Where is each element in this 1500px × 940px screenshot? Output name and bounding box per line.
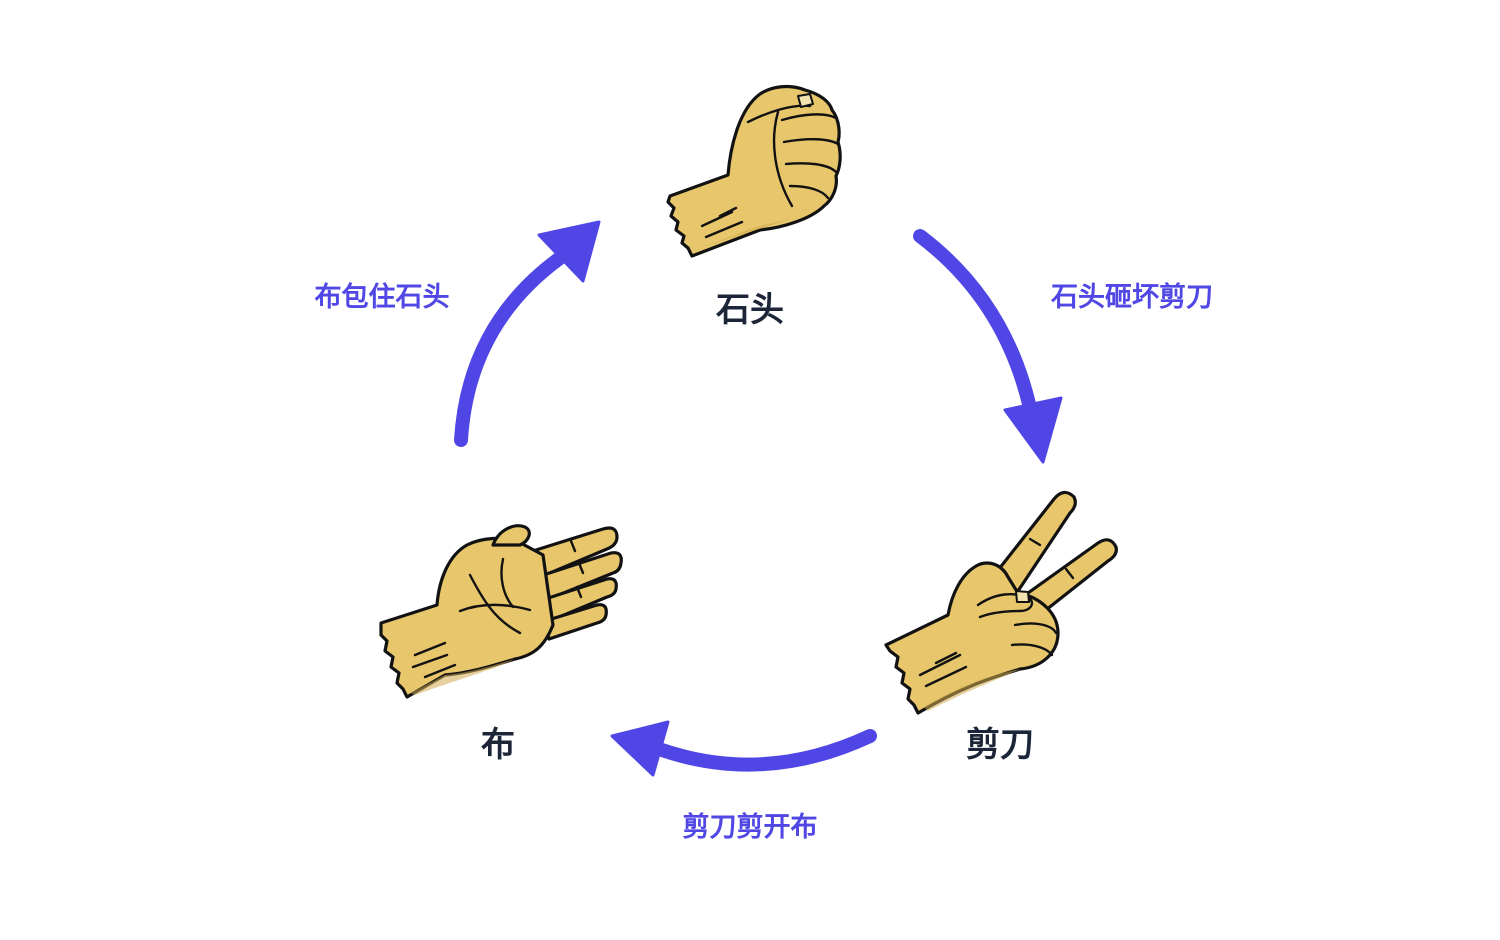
arrow-paper-to-rock [454, 220, 601, 447]
arrowhead-down-icon [1003, 396, 1063, 464]
edge-label-paper-to-rock: 布包住石头 [314, 282, 450, 313]
arrow-scissors-to-paper [610, 720, 877, 777]
victory-hand-icon [884, 490, 1118, 715]
node-label-rock: 石头 [716, 290, 784, 330]
node-label-paper: 布 [481, 725, 515, 765]
arrowhead-left-icon [610, 720, 670, 777]
node-label-scissors: 剪刀 [966, 725, 1034, 765]
edge-label-scissors-to-paper: 剪刀剪开布 [682, 812, 818, 843]
arrow-rock-to-scissors [913, 229, 1063, 464]
arrowhead-up-right-icon [537, 220, 601, 283]
open-palm-icon [379, 524, 623, 699]
fist-icon [666, 84, 842, 258]
edge-label-rock-to-scissors: 石头砸坏剪刀 [1051, 282, 1213, 313]
